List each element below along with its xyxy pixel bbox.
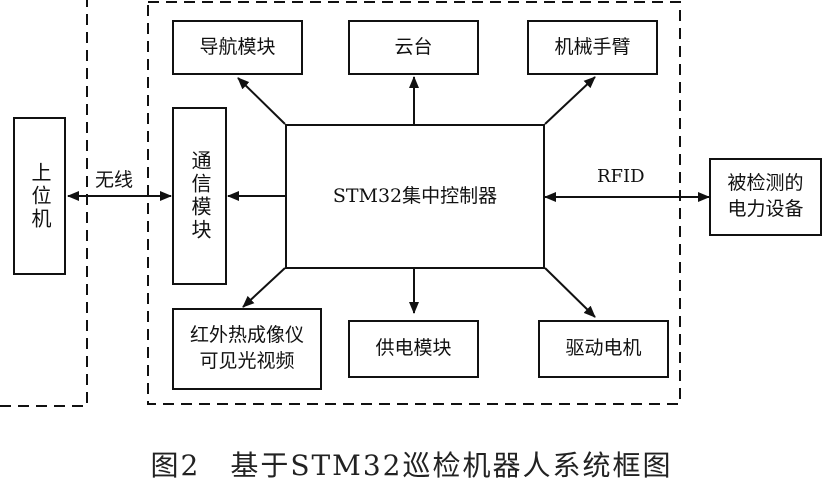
arrow-to-motor	[544, 267, 596, 318]
nav-module-box: 导航模块	[172, 20, 303, 75]
nav-module-label: 导航模块	[199, 35, 276, 58]
figure-caption: 图2 基于STM32巡检机器人系统框图	[150, 449, 673, 482]
arrow-to-thermal	[242, 267, 286, 308]
inspected-device-label-1: 被检测的	[727, 172, 804, 195]
power-module-box: 供电模块	[348, 320, 479, 378]
comm-module-label: 通信模块	[188, 150, 212, 242]
host-box: 上位机	[13, 117, 66, 275]
wireless-label: 无线	[95, 169, 134, 191]
controller-box: STM32集中控制器	[285, 124, 545, 269]
robot-boundary	[147, 1, 681, 405]
host-label: 上位机	[28, 161, 52, 231]
inspected-device-box: 被检测的 电力设备	[709, 158, 822, 236]
thermal-camera-label-2: 可见光视频	[199, 350, 295, 372]
thermal-camera-box: 红外热成像仪 可见光视频	[172, 308, 322, 390]
gimbal-box: 云台	[348, 20, 479, 75]
comm-module-box: 通信模块	[172, 107, 227, 285]
arrow-to-arm	[544, 76, 596, 125]
thermal-camera-label-1: 红外热成像仪	[189, 324, 304, 347]
robot-arm-box: 机械手臂	[527, 20, 658, 75]
drive-motor-label: 驱动电机	[565, 337, 642, 360]
host-boundary	[0, 0, 88, 407]
controller-label: STM32集中控制器	[332, 184, 498, 207]
arrow-to-nav	[237, 77, 286, 125]
inspected-device-label-2: 电力设备	[727, 198, 804, 220]
drive-motor-box: 驱动电机	[538, 320, 669, 378]
robot-arm-label: 机械手臂	[554, 35, 631, 58]
rfid-label: RFID	[597, 166, 645, 187]
gimbal-label: 云台	[394, 35, 433, 58]
power-module-label: 供电模块	[375, 337, 452, 360]
